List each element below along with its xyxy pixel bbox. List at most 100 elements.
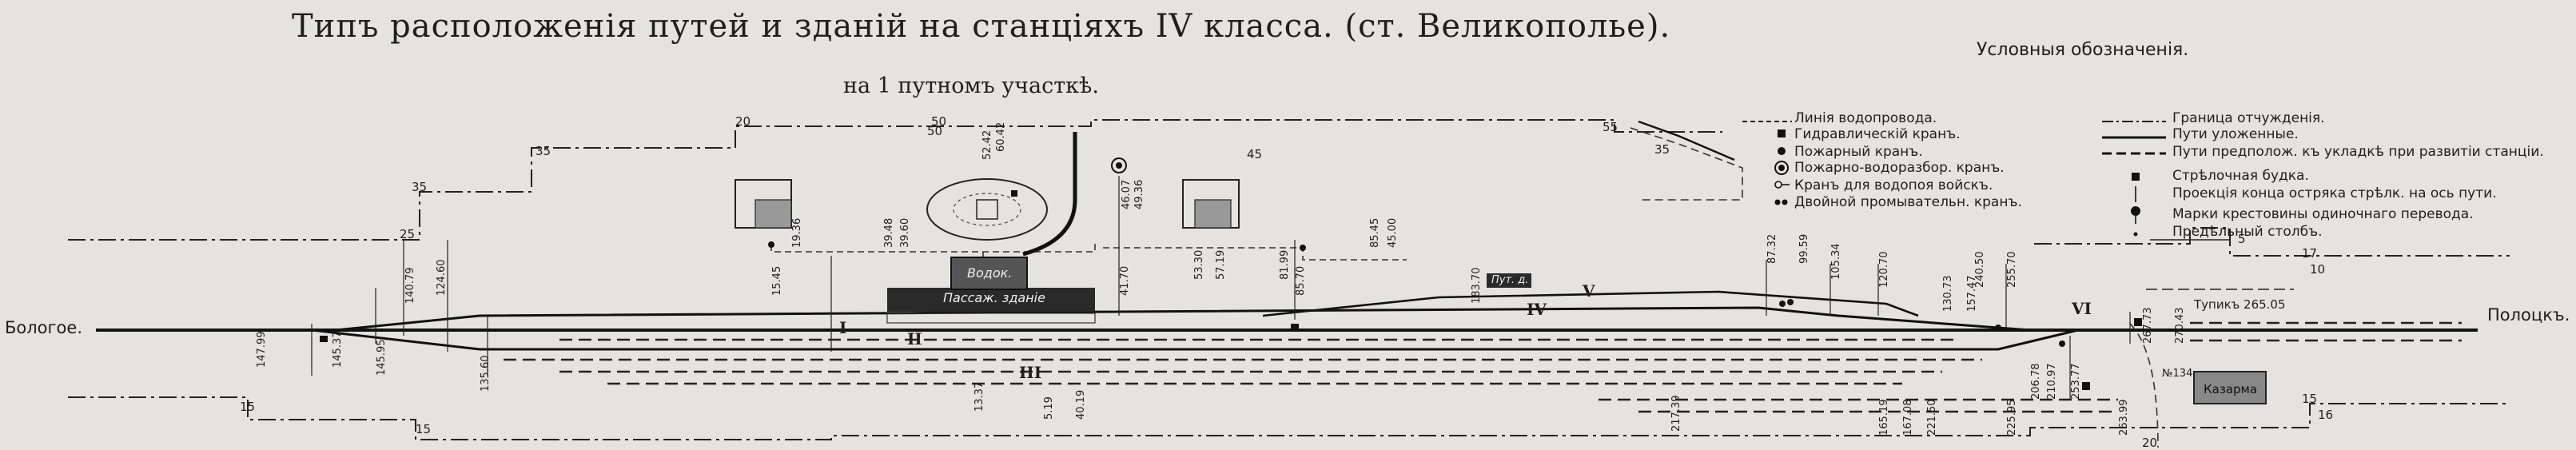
boundary-mark: 5 — [2238, 232, 2246, 246]
chainage-label: 52.42 — [981, 129, 993, 160]
chainage-label: 49.36 — [1133, 179, 1145, 209]
boundary-mark: 50 — [927, 124, 943, 138]
endpoint-polotsk: Полоцкъ. — [2487, 305, 2570, 325]
chainage-label: 124.60 — [436, 259, 448, 297]
chainage-label: 210.97 — [2046, 363, 2058, 400]
water-tower-label: Водок. — [967, 265, 1013, 281]
boundary-mark: 25 — [400, 227, 416, 241]
planned-tracks — [504, 321, 2462, 413]
legend-item-water-line: Линія водопровода. — [1794, 110, 1937, 126]
track-number-1: I — [839, 318, 847, 337]
boundary-mark: 17 — [2302, 246, 2318, 261]
outbuilding-middle — [1182, 179, 1240, 229]
track-house — [1487, 273, 1531, 288]
chainage-label: 145.37 — [332, 331, 344, 368]
chainage-label: 85.70 — [1295, 265, 1307, 296]
boundary-mark: 50 — [931, 114, 947, 129]
double-flush-crane-icon — [1774, 199, 1788, 205]
lower-boundary-line — [68, 396, 2510, 440]
legend-title: Условныя обозначенія. — [1977, 40, 2189, 60]
chainage-label: 253.77 — [2070, 363, 2082, 400]
legend-item-hydraulic-crane: Гидравлическій кранъ. — [1794, 126, 1961, 142]
chainage-label: 105.34 — [1830, 243, 1842, 281]
chainage-label: 206.78 — [2030, 363, 2042, 400]
hydraulic-crane-icon — [1778, 129, 1786, 137]
legend-item-switch-projection: Проекція конца остряка стрѣлк. на ось пу… — [2172, 185, 2497, 201]
chainage-label: 39.48 — [883, 217, 895, 248]
boundary-mark: 15 — [2302, 392, 2318, 406]
hydraulic-crane-symbols — [768, 157, 1306, 251]
chainage-label: 19.36 — [791, 217, 803, 248]
chainage-label: 267.73 — [2142, 307, 2154, 344]
legend-item-clearance-post: Предѣльный столбъ. — [2172, 224, 2323, 240]
passenger-building-label: Пассаж. зданіе — [943, 290, 1045, 305]
outbuilding-left — [735, 179, 792, 229]
track-number-3: III — [1019, 363, 1042, 382]
chainage-label: 217.39 — [1670, 395, 1682, 432]
boundary-mark: 20 — [2142, 436, 2158, 450]
chainage-label: 87.32 — [1766, 233, 1778, 264]
chainage-label: 46.07 — [1121, 179, 1133, 209]
frog-mark-icon — [2131, 206, 2140, 224]
track-number-6: VI — [2072, 299, 2092, 318]
boundary-line-icon — [2102, 121, 2166, 122]
chainage-label: 60.42 — [995, 121, 1007, 152]
chainage-label: 40.19 — [1075, 389, 1087, 420]
water-line-icon — [1742, 121, 1792, 122]
page-subtitle: на 1 путномъ участкѣ. — [843, 74, 1099, 98]
chainage-label: 270.43 — [2174, 307, 2186, 344]
switch-booth-icon — [2132, 173, 2140, 181]
legend-item-laid-track: Пути уложенные. — [2172, 126, 2299, 142]
chainage-label: 13.37 — [973, 381, 985, 412]
laid-track-icon — [2102, 136, 2166, 139]
legend-item-fire-hydrant: Пожарный кранъ. — [1794, 144, 1923, 160]
chainage-label: 225.95 — [2006, 399, 2018, 436]
boundary-mark: 35 — [1654, 142, 1670, 157]
legend-item-double-flush-crane: Двойной промывательн. кранъ. — [1794, 194, 2022, 210]
chainage-label: 41.70 — [1119, 265, 1131, 296]
chainage-label: 263.99 — [2118, 399, 2130, 436]
chainage-label: 45.00 — [1387, 217, 1399, 248]
track-number-2: II — [907, 329, 922, 348]
chainage-label: 5.19 — [1043, 396, 1055, 420]
boundary-mark: 35 — [412, 180, 428, 194]
track-number-5: V — [1583, 281, 1595, 301]
passenger-building — [887, 288, 1095, 312]
fire-water-crane-icon — [1774, 161, 1789, 175]
post-number-label: №134 — [2162, 368, 2193, 380]
chainage-label: 39.60 — [899, 217, 911, 248]
dead-end-label: Тупикъ 265.05 — [2194, 297, 2286, 312]
barracks-building — [2193, 371, 2267, 404]
fire-hydrant-icon — [1778, 147, 1786, 155]
branch-track — [1638, 120, 1735, 161]
water-tower — [950, 257, 1028, 290]
chainage-label: 53.30 — [1193, 249, 1205, 280]
chainage-label: 255.70 — [2006, 251, 2018, 289]
boundary-mark: 16 — [2318, 408, 2334, 422]
legend-item-boundary: Граница отчужденія. — [2172, 110, 2325, 126]
track-number-4: IV — [1527, 300, 1547, 319]
track-lower-loop — [311, 329, 2079, 351]
chainage-label: 135.60 — [480, 355, 492, 392]
chainage-label: 157.47 — [1966, 275, 1978, 313]
water-tower-siding — [1022, 132, 1077, 257]
legend-item-fire-water-crane: Пожарно-водоразбор. кранъ. — [1794, 160, 2005, 176]
track-upper-loop — [1262, 290, 1919, 317]
chainage-label: 85.45 — [1369, 217, 1381, 248]
boundary-mark: 10 — [2310, 262, 2326, 277]
legend-item-frog-mark: Марки крестовины одиночнаго перевода. — [2172, 206, 2474, 222]
chainage-label: 221.50 — [1926, 399, 1938, 436]
boundary-mark: 15 — [240, 400, 256, 414]
legend-item-planned-track: Пути предполож. къ укладкѣ при развитіи … — [2172, 144, 2544, 160]
boundary-mark: 20 — [735, 114, 751, 129]
angle-note-label: 45 — [1247, 147, 1263, 161]
station-garden — [926, 178, 1048, 241]
chainage-label: 140.79 — [404, 267, 416, 305]
endpoint-bologoe: Бологое. — [5, 318, 83, 337]
chainage-label: 15.45 — [771, 265, 783, 296]
boundary-mark: 35 — [536, 144, 551, 158]
chainage-label: 120.70 — [1878, 251, 1890, 289]
chainage-label: 183.70 — [1471, 267, 1483, 305]
switch-booths — [320, 318, 2142, 390]
